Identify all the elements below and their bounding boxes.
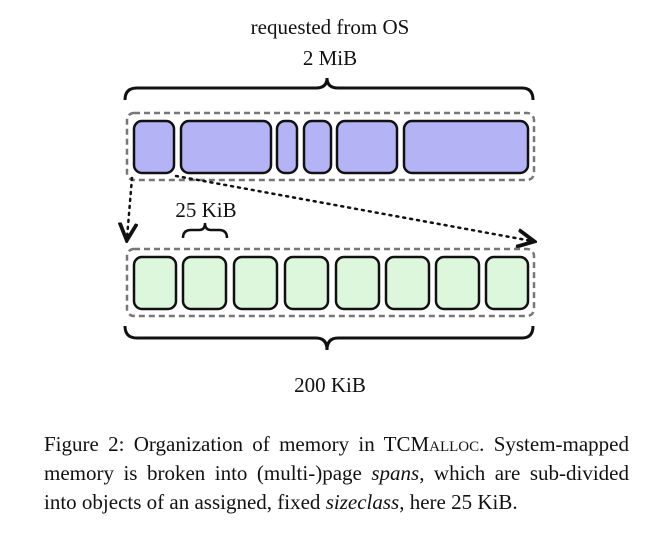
object-block	[283, 255, 330, 311]
memory-diagram	[0, 77, 665, 351]
caption-after-name: . System-mapped memory is broken into (m…	[44, 432, 629, 485]
bottom-label-size: 200 KiB	[294, 373, 366, 397]
span-block	[275, 119, 299, 175]
caption-prefix: Figure 2: Organization of memory in	[44, 432, 384, 456]
caption-name-malloc: Malloc	[410, 432, 480, 456]
top-label-size: 2 MiB	[302, 46, 358, 70]
caption-middle: , which are sub-divided into objects of …	[44, 461, 629, 514]
object-block	[232, 255, 279, 311]
figure-caption: Figure 2: Organization of memory in TCMa…	[44, 430, 629, 517]
top-label-requested: requested from OS	[250, 15, 410, 39]
caption-suffix: , here 25 KiB.	[399, 490, 518, 514]
zoom-arrow-right	[174, 174, 532, 241]
os-region-container	[125, 111, 536, 182]
object-block	[484, 255, 530, 311]
span-block	[402, 119, 530, 175]
objects-row	[132, 255, 530, 311]
object-block	[334, 255, 381, 311]
bottom-brace	[123, 325, 535, 351]
object-size-brace	[181, 222, 229, 239]
span-block	[179, 119, 273, 175]
object-block	[132, 255, 178, 311]
spans-row	[132, 119, 530, 175]
caption-sizeclass: sizeclass	[325, 490, 400, 514]
caption-spans: spans	[371, 461, 420, 485]
caption-name-tc: TC	[383, 432, 411, 456]
top-brace	[123, 77, 535, 101]
span-detail-container	[125, 247, 536, 318]
memory-organization-figure: requested from OS 2 MiB 25 KiB 200 KiB	[0, 15, 665, 397]
span-block	[335, 119, 399, 175]
object-block	[181, 255, 228, 311]
zoom-arrow-left	[127, 176, 132, 238]
span-block	[302, 119, 333, 175]
object-block	[434, 255, 481, 311]
span-block	[132, 119, 176, 175]
object-size-label: 25 KiB	[175, 198, 237, 222]
object-block	[384, 255, 431, 311]
